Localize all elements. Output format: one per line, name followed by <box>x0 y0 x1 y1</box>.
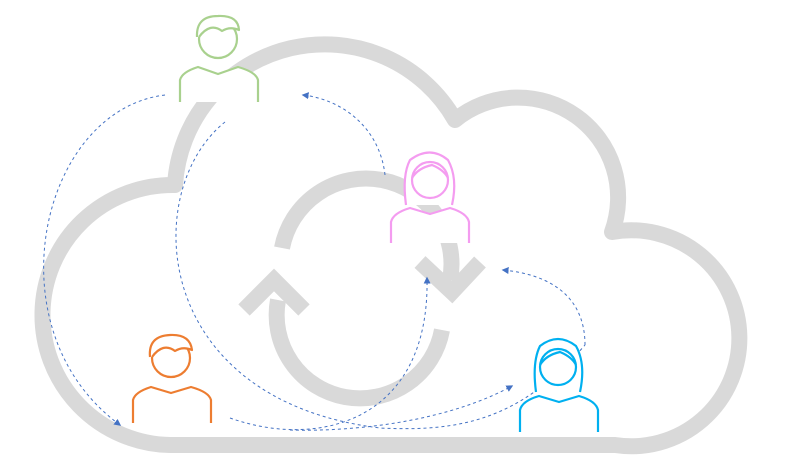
user-green-icon <box>178 14 260 102</box>
connector-blue-to-pink <box>501 267 586 346</box>
connector-lines <box>43 92 586 431</box>
connector-pink-to-green <box>301 92 386 176</box>
connector-orange-to-sync <box>229 276 431 431</box>
cloud-outline <box>34 36 748 455</box>
user-pink-icon <box>389 151 471 243</box>
connector-green-to-orange <box>43 94 166 426</box>
user-orange-icon <box>131 333 213 423</box>
connector-orange-to-blue <box>289 385 514 431</box>
connector-green-to-blue <box>175 121 586 430</box>
user-blue-icon <box>518 337 600 432</box>
